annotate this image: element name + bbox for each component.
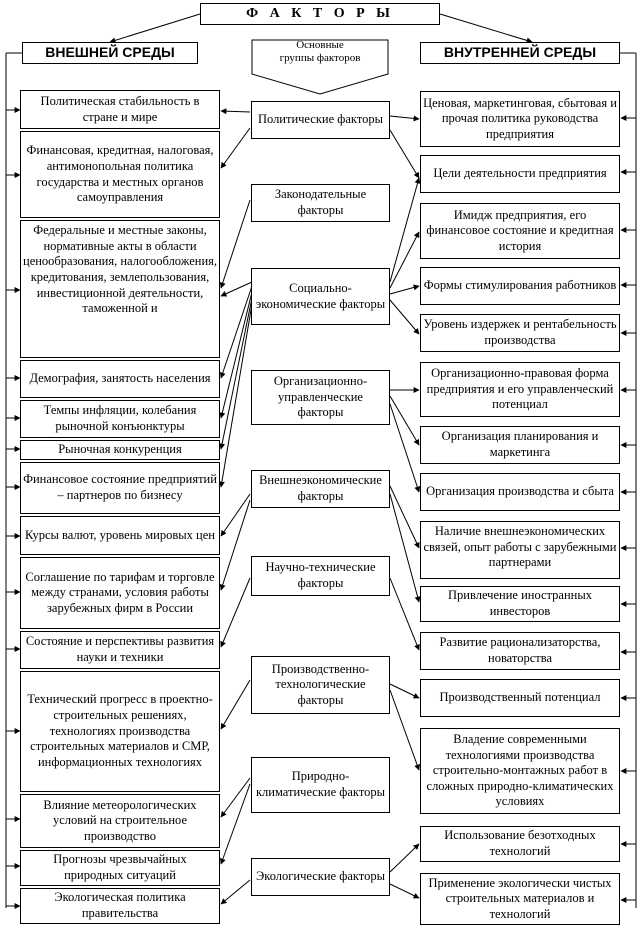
left-box: Соглашение по тарифам и торговле между с… (20, 557, 220, 629)
internal-header: ВНУТРЕННЕЙ СРЕДЫ (420, 42, 620, 64)
middle-box-socioeconomic: Социально-экономические факторы (251, 268, 390, 325)
left-box: Финансовая, кредитная, налоговая, антимо… (20, 131, 220, 218)
middle-box-political: Политические факторы (251, 101, 390, 139)
right-box: Организационно-правовая форма предприяти… (420, 362, 620, 417)
left-box: Рыночная конкуренция (20, 440, 220, 460)
right-box: Цели деятельности предприятия (420, 155, 620, 193)
left-box: Политическая стабильность в стране и мир… (20, 90, 220, 129)
right-box: Привлечение иностранных инвесторов (420, 586, 620, 622)
middle-box-legislative: Законодательные факторы (251, 184, 390, 222)
middle-box-org-management: Организационно-управленческие факторы (251, 370, 390, 425)
right-box: Владение современными технологиями произ… (420, 728, 620, 814)
right-box: Ценовая, маркетинговая, сбытовая и проча… (420, 91, 620, 147)
right-box: Производственный потенциал (420, 679, 620, 717)
factors-title: Ф А К Т О Р Ы (200, 3, 440, 25)
external-header: ВНЕШНЕЙ СРЕДЫ (22, 42, 198, 64)
right-box: Наличие внешнеэкономических связей, опыт… (420, 521, 620, 579)
middle-box-scientific-technical: Научно-технические факторы (251, 556, 390, 596)
right-box: Развитие рационализаторства, новаторства (420, 632, 620, 670)
left-box: Технический прогресс в проектно-строител… (20, 671, 220, 792)
right-box: Уровень издержек и рентабельность произв… (420, 314, 620, 352)
right-box: Формы стимулирования работников (420, 267, 620, 305)
middle-box-ecological: Экологические факторы (251, 858, 390, 896)
middle-box-production-technological: Производственно-технологические факторы (251, 656, 390, 714)
right-box: Использование безотходных технологий (420, 826, 620, 862)
left-box: Федеральные и местные законы, нормативны… (20, 220, 220, 358)
right-box: Имидж предприятия, его финансовое состоя… (420, 203, 620, 259)
left-box: Экологическая политика правительства (20, 888, 220, 924)
middle-box-natural-climatic: Природно-климатические факторы (251, 757, 390, 813)
left-box: Влияние метеорологических условий на стр… (20, 794, 220, 848)
right-box: Организация производства и сбыта (420, 473, 620, 511)
left-box: Прогнозы чрезвычайных природных ситуаций (20, 850, 220, 886)
right-box: Применение экологически чистых строитель… (420, 873, 620, 925)
left-box: Курсы валют, уровень мировых цен (20, 516, 220, 555)
left-box: Финансовое состояние предприятий – партн… (20, 462, 220, 514)
groups-label: Основные группы факторов (279, 38, 361, 64)
right-box: Организация планирования и маркетинга (420, 426, 620, 464)
left-box: Темпы инфляции, колебания рыночной конъю… (20, 400, 220, 438)
middle-box-foreign-economic: Внешнеэкономические факторы (251, 470, 390, 508)
left-box: Демография, занятость населения (20, 360, 220, 398)
left-box: Состояние и перспективы развития науки и… (20, 631, 220, 669)
